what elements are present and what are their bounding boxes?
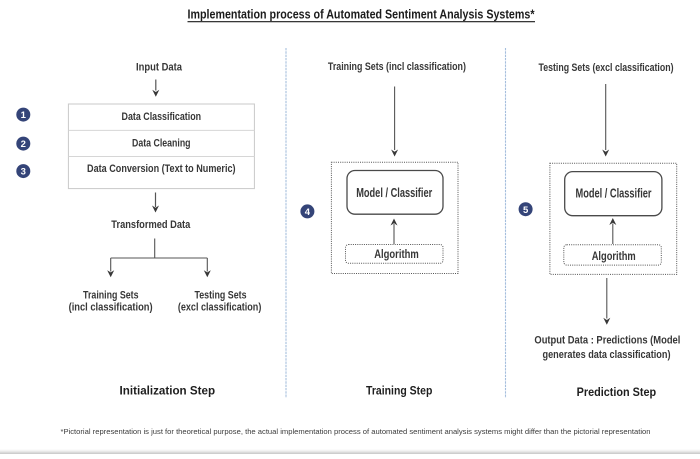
svg-text:Model / Classifier: Model / Classifier (356, 186, 432, 200)
svg-text:Model / Classifier: Model / Classifier (576, 187, 652, 201)
svg-text:Testing Sets: Testing Sets (195, 289, 247, 301)
svg-text:Implementation process of Auto: Implementation process of Automated Sent… (188, 8, 535, 22)
svg-text:Algorithm: Algorithm (374, 247, 419, 261)
svg-text:1: 1 (21, 110, 27, 121)
svg-text:3: 3 (21, 167, 26, 178)
svg-text:Training Sets (incl classifica: Training Sets (incl classification) (328, 61, 466, 73)
svg-text:4: 4 (305, 207, 311, 218)
svg-text:Initialization Step: Initialization Step (120, 386, 216, 398)
svg-text:2: 2 (21, 139, 26, 150)
svg-text:Transformed Data: Transformed Data (111, 219, 191, 231)
svg-text:Prediction Step: Prediction Step (577, 387, 657, 399)
svg-text:Data Conversion (Text to Numer: Data Conversion (Text to Numeric) (87, 163, 236, 175)
svg-text:Input Data: Input Data (136, 62, 183, 74)
svg-text:Training Sets: Training Sets (83, 289, 139, 301)
svg-text:Output Data : Predictions (Mod: Output Data : Predictions (Model (534, 335, 680, 347)
svg-text:Training Step: Training Step (366, 386, 432, 398)
svg-text:Algorithm: Algorithm (592, 249, 636, 263)
svg-text:Testing Sets (excl classificat: Testing Sets (excl classification) (539, 62, 674, 74)
svg-text:*Pictorial representation is j: *Pictorial representation is just for th… (61, 427, 651, 436)
svg-text:Data Cleaning: Data Cleaning (132, 138, 191, 150)
svg-text:Data Classification: Data Classification (122, 111, 202, 123)
svg-text:generates data classification): generates data classification) (543, 349, 671, 361)
svg-text:5: 5 (523, 205, 529, 216)
svg-text:(incl classification): (incl classification) (69, 302, 153, 314)
svg-text:(excl classification): (excl classification) (178, 302, 262, 314)
